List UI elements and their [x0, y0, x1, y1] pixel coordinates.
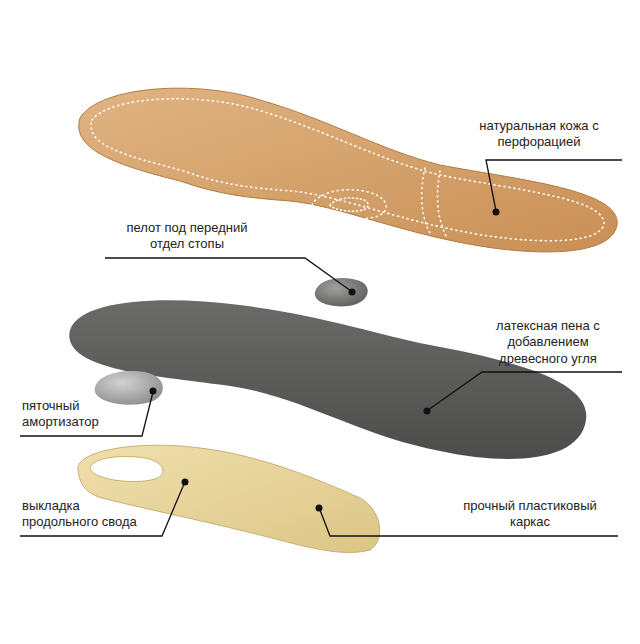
part-label: латексная пена с добавлением древесного … — [492, 318, 604, 367]
leader-dot — [349, 289, 356, 296]
part-label: прочный пластиковый каркас — [462, 498, 598, 531]
pelot — [315, 278, 368, 306]
part-label: пяточный амортизатор — [22, 398, 122, 431]
leader-line — [320, 510, 618, 536]
leader-line — [105, 258, 351, 291]
leader-dot — [316, 505, 323, 512]
perforation — [330, 198, 368, 211]
part-label: пелот под передний отдел стопы — [112, 220, 262, 253]
part-label: выкладка продольного свода — [22, 498, 152, 531]
leader-dot — [182, 479, 189, 486]
leader-line — [20, 484, 184, 536]
leader-line — [486, 160, 622, 211]
leader-lines — [20, 160, 622, 536]
leader-dot — [424, 408, 431, 415]
heel-cushion — [95, 371, 163, 405]
leader-line — [428, 372, 622, 410]
leader-line — [20, 392, 153, 436]
leader-dots — [150, 209, 500, 512]
leader-dot — [493, 209, 500, 216]
perforation — [312, 190, 386, 219]
leader-dot — [150, 388, 157, 395]
perforation — [91, 99, 604, 241]
perforation — [422, 168, 446, 236]
part-label: натуральная кожа с перфорацией — [478, 118, 600, 151]
leather-layer — [79, 88, 617, 252]
